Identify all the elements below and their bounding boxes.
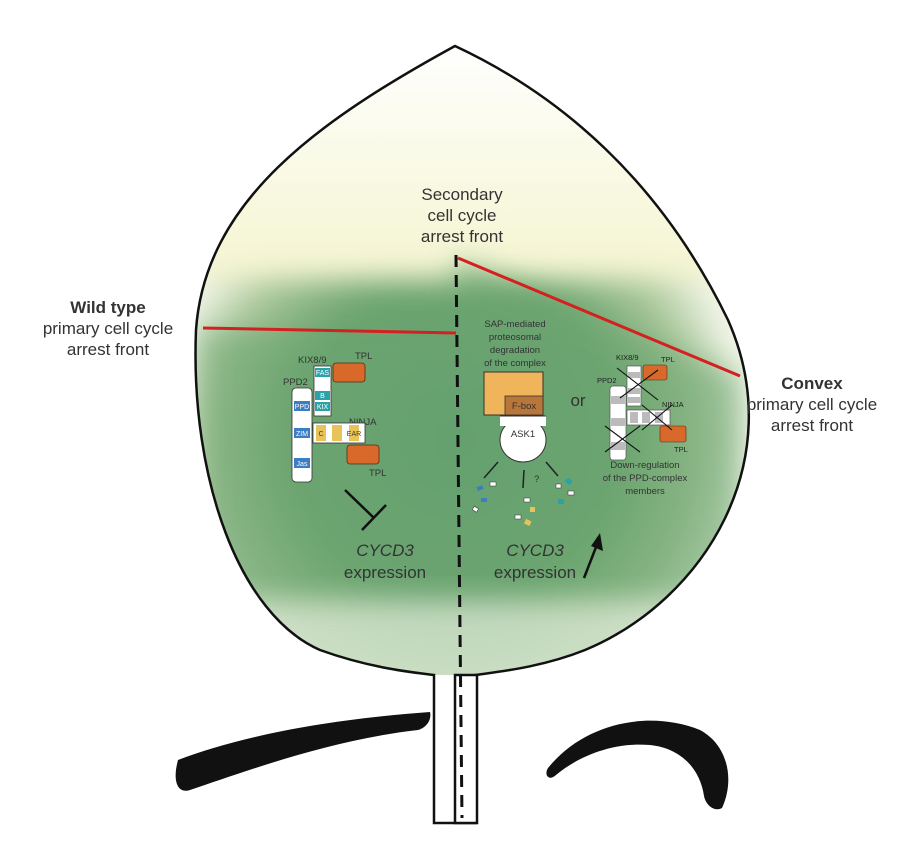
ppd-box bbox=[294, 401, 310, 411]
cycd3-right-gene: CYCD3 bbox=[506, 541, 564, 560]
zim-text: ZIM bbox=[296, 431, 308, 438]
ask1-top-mask bbox=[500, 416, 546, 426]
b-text: B bbox=[320, 393, 325, 400]
wildtype-ppd-complex: KIX8/9 TPL PPD2 FAS B KIX PPD ZIM Jas NI… bbox=[283, 351, 386, 483]
right-ninja-label: NINJA bbox=[662, 400, 684, 409]
right-ppd2-label: PPD2 bbox=[597, 376, 617, 385]
ask1-label: ASK1 bbox=[511, 429, 535, 440]
fbox-box bbox=[504, 395, 544, 416]
sap-line4: of the complex bbox=[484, 358, 546, 369]
wildtype-arrest-front-line bbox=[202, 326, 457, 335]
ear-box bbox=[349, 425, 359, 441]
ppd2-label: PPD2 bbox=[283, 377, 308, 388]
secondary-label-line2: cell cycle bbox=[428, 206, 497, 225]
ninja-label: NINJA bbox=[349, 417, 377, 428]
secondary-label-line3: arrest front bbox=[421, 227, 503, 246]
wildtype-leaf-section bbox=[175, 712, 431, 791]
kix-box bbox=[315, 402, 330, 411]
upregulation-arrow-icon bbox=[582, 533, 603, 579]
downreg-line3: members bbox=[625, 486, 665, 497]
question-mark: ? bbox=[534, 474, 539, 485]
c-text: C bbox=[318, 431, 323, 438]
jas-box bbox=[294, 458, 310, 468]
sap-line2: proteosomal bbox=[489, 332, 541, 343]
convex-label-title: Convex bbox=[781, 374, 843, 393]
petiole bbox=[453, 673, 479, 825]
tpl-top-label: TPL bbox=[355, 351, 372, 362]
right-tpl-top-label: TPL bbox=[661, 355, 675, 364]
cycd3-right-word: expression bbox=[494, 563, 576, 582]
convex-arrest-front-line bbox=[457, 256, 741, 378]
jas-text: Jas bbox=[297, 461, 308, 468]
right-tpl-bottom-box bbox=[659, 425, 687, 443]
cycd3-left-word: expression bbox=[344, 563, 426, 582]
kix-box-text: KIX bbox=[317, 404, 329, 411]
right-tpl-bottom-label: TPL bbox=[674, 445, 688, 454]
inhibition-symbol bbox=[344, 489, 387, 531]
degradation-line-mid bbox=[522, 469, 525, 489]
convex-label-line2: arrest front bbox=[771, 416, 853, 435]
zim-box bbox=[294, 428, 310, 438]
downreg-line1: Down-regulation bbox=[610, 460, 679, 471]
convex-label-line1: primary cell cycle bbox=[747, 395, 877, 414]
tpl-bottom-label: TPL bbox=[369, 468, 386, 479]
kix-label: KIX8/9 bbox=[298, 355, 327, 366]
degradation-line-right bbox=[545, 461, 559, 477]
right-kix-label: KIX8/9 bbox=[616, 353, 639, 362]
downreg-line2: of the PPD-complex bbox=[603, 473, 688, 484]
c-box bbox=[316, 425, 326, 441]
convex-leaf-section bbox=[546, 720, 729, 810]
b2-box bbox=[332, 425, 342, 441]
b-box bbox=[315, 391, 330, 400]
convex-ppd-complex: KIX8/9 TPL PPD2 NINJA TPL bbox=[597, 353, 688, 461]
ear-text: EAR bbox=[347, 431, 361, 438]
wildtype-label-line2: arrest front bbox=[67, 340, 149, 359]
secondary-label-line1: Secondary bbox=[421, 185, 503, 204]
leaf-blade-fill bbox=[195, 46, 749, 675]
sap-line1: SAP-mediated bbox=[484, 319, 545, 330]
degradation-line-left bbox=[483, 461, 499, 479]
tpl-top-box bbox=[332, 362, 366, 383]
fas-text: FAS bbox=[316, 370, 330, 377]
or-label: or bbox=[570, 391, 585, 410]
fas-box bbox=[315, 368, 330, 377]
cycd3-left-gene: CYCD3 bbox=[356, 541, 414, 560]
degraded-fragments bbox=[471, 477, 575, 526]
fbox-label: F-box bbox=[512, 401, 537, 412]
tpl-bottom-box bbox=[346, 444, 380, 465]
wildtype-label-line1: primary cell cycle bbox=[43, 319, 173, 338]
wildtype-label-title: Wild type bbox=[70, 298, 145, 317]
sap-line3: degradation bbox=[490, 345, 540, 356]
ppd-text: PPD bbox=[295, 404, 309, 411]
midrib-dashed-line bbox=[454, 254, 464, 819]
